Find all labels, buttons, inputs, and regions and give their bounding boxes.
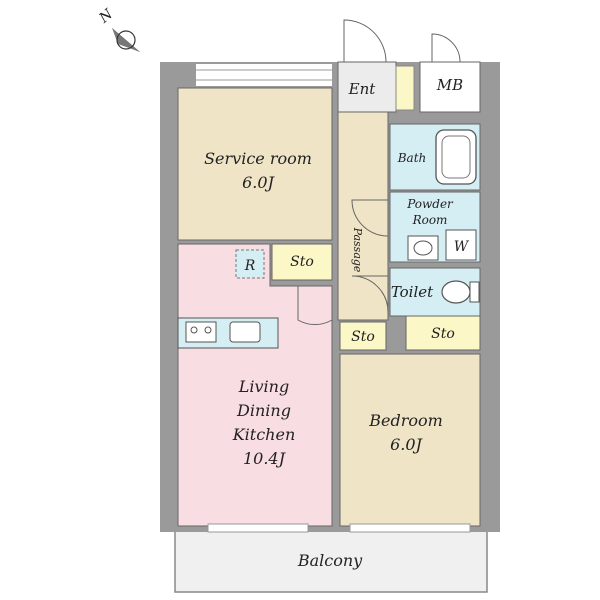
bath-label: Bath [397,151,427,165]
compass-circle-icon [116,30,136,50]
mb-door-icon [431,33,461,63]
bedroom-window [349,523,471,533]
storage-right [405,315,481,351]
shoe-storage [395,65,415,111]
passage [337,111,389,321]
storage-top [271,243,333,281]
refrigerator-label: R [244,258,256,274]
storage-right-label: Sto [431,326,455,342]
north-label: N [96,6,117,27]
ldk-window [207,523,309,533]
service-room [177,87,333,241]
service-room-label: Service room [204,149,312,168]
passage-door-icon [351,199,389,237]
living-dining-kitchen [177,243,333,527]
bedroom-size: 6.0J [390,435,423,454]
refrigerator-space [235,249,265,279]
service-room-window [196,64,332,86]
stove-icon [185,321,217,343]
wash-basin-icon [407,235,439,261]
ldk-size: 10.4J [243,449,287,468]
toilet-door-icon [351,275,389,313]
toilet-label: Toilet [391,283,434,301]
meter-box [419,61,481,113]
storage-mid [339,321,387,351]
ldk-door-icon [297,286,333,326]
ldk-label-line2: Dining [236,401,291,420]
entrance [337,61,397,113]
passage-label: Passage [351,227,364,273]
sink-icon [229,321,261,343]
balcony-label: Balcony [297,551,363,570]
mb-label: MB [436,76,463,94]
entrance-door-icon [343,19,387,63]
storage-mid-label: Sto [351,329,375,345]
compass: N [96,6,140,52]
bedroom [339,353,481,527]
storage-top-label: Sto [290,254,314,270]
bathtub-icon [435,129,477,185]
powder-room-label-line1: Powder [406,197,454,211]
washer-label: W [454,239,470,255]
toilet-icon [441,280,471,304]
balcony-area [174,529,488,593]
service-room-size: 6.0J [242,173,275,192]
ldk-label-line3: Kitchen [232,425,296,444]
washer-space [445,229,477,261]
bedroom-label: Bedroom [368,411,443,430]
ldk-label-line1: Living [238,377,289,396]
entrance-label: Ent [348,80,377,98]
powder-room-label-line2: Room [412,213,448,227]
